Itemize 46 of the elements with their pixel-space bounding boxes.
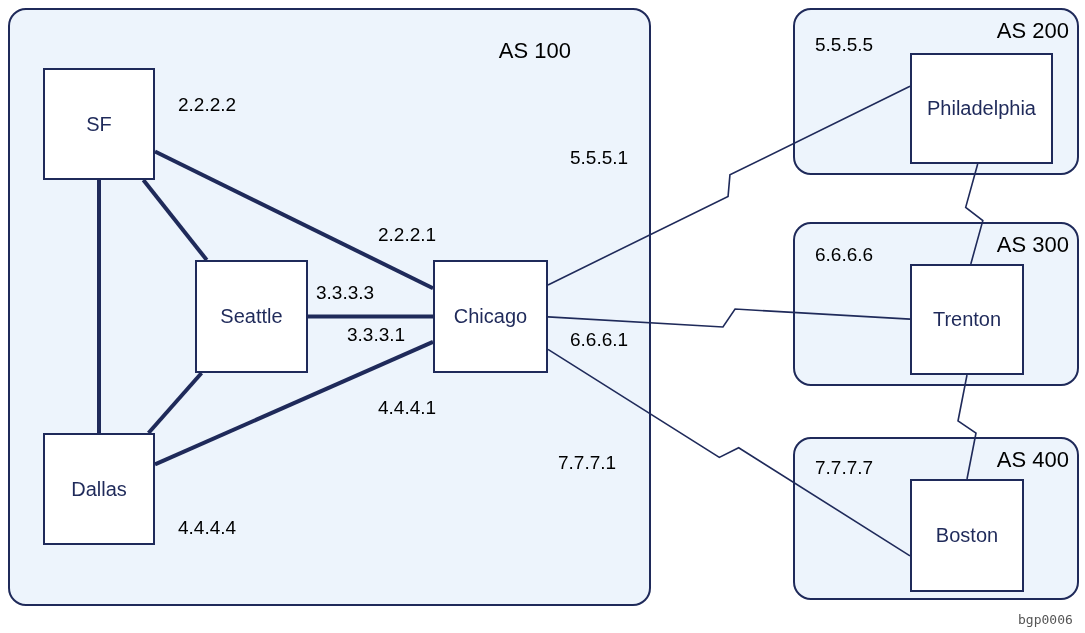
ip-address: 2.2.2.2 bbox=[178, 94, 237, 116]
autonomous-system-area bbox=[8, 8, 651, 606]
router-name: Trenton bbox=[932, 308, 1002, 331]
autonomous-system-area bbox=[793, 8, 1079, 175]
router-name: Chicago bbox=[453, 305, 528, 328]
serial-link bbox=[957, 374, 977, 480]
serial-link bbox=[547, 348, 911, 557]
ip-address: 4.4.4.1 bbox=[378, 397, 437, 419]
area-label: AS 200 bbox=[996, 18, 1069, 44]
router-name: SF bbox=[86, 112, 112, 136]
link-line bbox=[154, 340, 434, 467]
ip-address: 3.3.3.1 bbox=[347, 324, 406, 346]
ip-address: 2.2.2.1 bbox=[378, 224, 437, 246]
link-line bbox=[97, 180, 101, 433]
router-box bbox=[910, 53, 1053, 164]
ip-address: 3.3.3.3 bbox=[316, 282, 375, 304]
ip-address: 5.5.5.1 bbox=[570, 147, 629, 169]
autonomous-system-area bbox=[793, 437, 1079, 600]
ip-address: 6.6.6.1 bbox=[570, 329, 629, 351]
router-box bbox=[195, 260, 308, 373]
router-name: Boston bbox=[935, 524, 999, 547]
ip-address: 7.7.7.1 bbox=[558, 452, 617, 474]
serial-link bbox=[547, 85, 911, 286]
router-name: Dallas bbox=[71, 477, 127, 501]
router-box bbox=[910, 264, 1024, 375]
ip-address: 5.5.5.5 bbox=[815, 34, 874, 56]
ip-address: 4.4.4.4 bbox=[178, 517, 237, 539]
router-box bbox=[43, 433, 155, 545]
link-line bbox=[308, 314, 433, 319]
router-box bbox=[433, 260, 548, 373]
autonomous-system-area bbox=[793, 222, 1079, 386]
router-name: Philadelphia bbox=[927, 97, 1036, 120]
link-line bbox=[154, 149, 434, 291]
router-box bbox=[910, 479, 1024, 592]
serial-link bbox=[547, 308, 911, 328]
ip-address: 7.7.7.7 bbox=[815, 457, 874, 479]
router-box bbox=[43, 68, 155, 180]
area-label: AS 400 bbox=[996, 447, 1069, 473]
figure-id: bgp0006 bbox=[1018, 612, 1073, 627]
router-name: Seattle bbox=[220, 305, 283, 328]
area-label: AS 100 bbox=[498, 38, 571, 64]
ip-address: 6.6.6.6 bbox=[815, 244, 874, 266]
area-label: AS 300 bbox=[996, 232, 1069, 258]
link-line bbox=[147, 371, 204, 435]
serial-link bbox=[964, 163, 984, 265]
link-line bbox=[141, 178, 209, 262]
